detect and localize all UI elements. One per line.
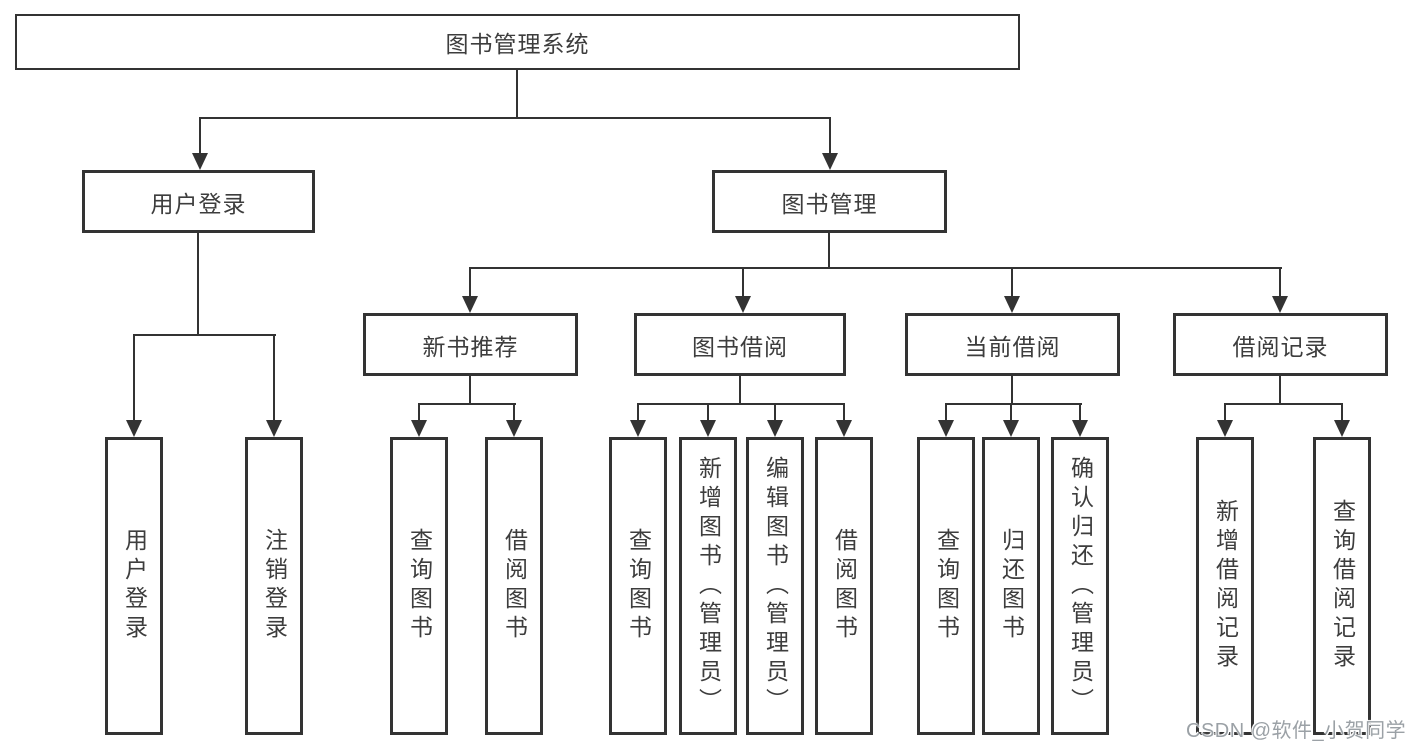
node-root: 图书管理系统 bbox=[15, 14, 1020, 70]
arrowhead bbox=[1217, 420, 1233, 437]
node-new-book-recommend: 新书推荐 bbox=[363, 313, 578, 376]
connector-line bbox=[197, 233, 199, 336]
connector-line bbox=[843, 403, 845, 422]
node-label: 用户登录 bbox=[121, 528, 148, 644]
connector-line bbox=[1011, 376, 1013, 405]
connector-line bbox=[829, 117, 831, 155]
node-label: 确认归还（管理员） bbox=[1067, 455, 1094, 717]
arrowhead bbox=[1334, 420, 1350, 437]
csdn-watermark: CSDN @软件_小贺同学 bbox=[1186, 720, 1405, 742]
connector-line bbox=[516, 70, 518, 118]
arrowhead bbox=[735, 296, 751, 313]
connector-line bbox=[1224, 403, 1226, 422]
connector-line bbox=[742, 267, 744, 298]
node-label: 编辑图书（管理员） bbox=[762, 455, 789, 717]
node-book-borrow: 图书借阅 bbox=[634, 313, 846, 376]
connector-line bbox=[707, 403, 709, 422]
connector-line bbox=[739, 376, 741, 405]
connector-line bbox=[418, 403, 516, 405]
arrowhead bbox=[1003, 420, 1019, 437]
node-current-borrow: 当前借阅 bbox=[905, 313, 1120, 376]
arrowhead bbox=[126, 420, 142, 437]
node-label: 借阅图书 bbox=[831, 528, 858, 644]
arrowhead bbox=[192, 153, 208, 170]
arrowhead bbox=[462, 296, 478, 313]
arrowhead bbox=[938, 420, 954, 437]
connector-line bbox=[469, 376, 471, 405]
node-borrow-edit-books: 编辑图书（管理员） bbox=[746, 437, 804, 735]
connector-line bbox=[133, 334, 135, 422]
node-login: 用户登录 bbox=[105, 437, 163, 735]
arrowhead bbox=[767, 420, 783, 437]
connector-line bbox=[945, 403, 1082, 405]
arrowhead bbox=[700, 420, 716, 437]
node-borrow-records: 借阅记录 bbox=[1173, 313, 1388, 376]
node-rec-query-books: 查询图书 bbox=[390, 437, 448, 735]
node-book-management: 图书管理 bbox=[712, 170, 947, 233]
connector-line bbox=[1279, 267, 1281, 298]
connector-line bbox=[774, 403, 776, 422]
connector-line bbox=[828, 233, 830, 269]
connector-line bbox=[199, 117, 831, 119]
node-label: 注销登录 bbox=[261, 528, 288, 644]
connector-line bbox=[1010, 403, 1012, 422]
node-label: 查询图书 bbox=[406, 528, 433, 644]
node-label: 新增借阅记录 bbox=[1212, 499, 1239, 673]
node-label: 借阅图书 bbox=[501, 528, 528, 644]
node-label: 新增图书（管理员） bbox=[695, 455, 722, 717]
connector-line bbox=[469, 267, 471, 298]
connector-line bbox=[418, 403, 420, 422]
connector-line bbox=[945, 403, 947, 422]
connector-line bbox=[469, 267, 1282, 269]
connector-line bbox=[133, 334, 276, 336]
node-label: 查询图书 bbox=[625, 528, 652, 644]
node-records-query: 查询借阅记录 bbox=[1313, 437, 1371, 735]
node-rec-borrow-books: 借阅图书 bbox=[485, 437, 543, 735]
connector-line bbox=[1224, 403, 1343, 405]
connector-line bbox=[513, 403, 515, 422]
arrowhead bbox=[506, 420, 522, 437]
arrowhead bbox=[836, 420, 852, 437]
node-borrow-borrow-books: 借阅图书 bbox=[815, 437, 873, 735]
arrowhead bbox=[1072, 420, 1088, 437]
node-user-login: 用户登录 bbox=[82, 170, 315, 233]
arrowhead bbox=[411, 420, 427, 437]
connector-line bbox=[637, 403, 639, 422]
connector-line bbox=[199, 117, 201, 155]
arrowhead bbox=[630, 420, 646, 437]
node-borrow-query-books: 查询图书 bbox=[609, 437, 667, 735]
node-label: 归还图书 bbox=[998, 528, 1025, 644]
node-current-confirm-return: 确认归还（管理员） bbox=[1051, 437, 1109, 735]
arrowhead bbox=[266, 420, 282, 437]
node-current-return-books: 归还图书 bbox=[982, 437, 1040, 735]
node-current-query-books: 查询图书 bbox=[917, 437, 975, 735]
connector-line bbox=[1011, 267, 1013, 298]
node-label: 查询借阅记录 bbox=[1329, 499, 1356, 673]
node-records-add: 新增借阅记录 bbox=[1196, 437, 1254, 735]
connector-line bbox=[273, 334, 275, 422]
arrowhead bbox=[1004, 296, 1020, 313]
node-logout: 注销登录 bbox=[245, 437, 303, 735]
connector-line bbox=[637, 403, 845, 405]
node-borrow-add-books: 新增图书（管理员） bbox=[679, 437, 737, 735]
connector-line bbox=[1079, 403, 1081, 422]
connector-line bbox=[1279, 376, 1281, 405]
connector-line bbox=[1341, 403, 1343, 422]
node-label: 查询图书 bbox=[933, 528, 960, 644]
arrowhead bbox=[1272, 296, 1288, 313]
arrowhead bbox=[822, 153, 838, 170]
